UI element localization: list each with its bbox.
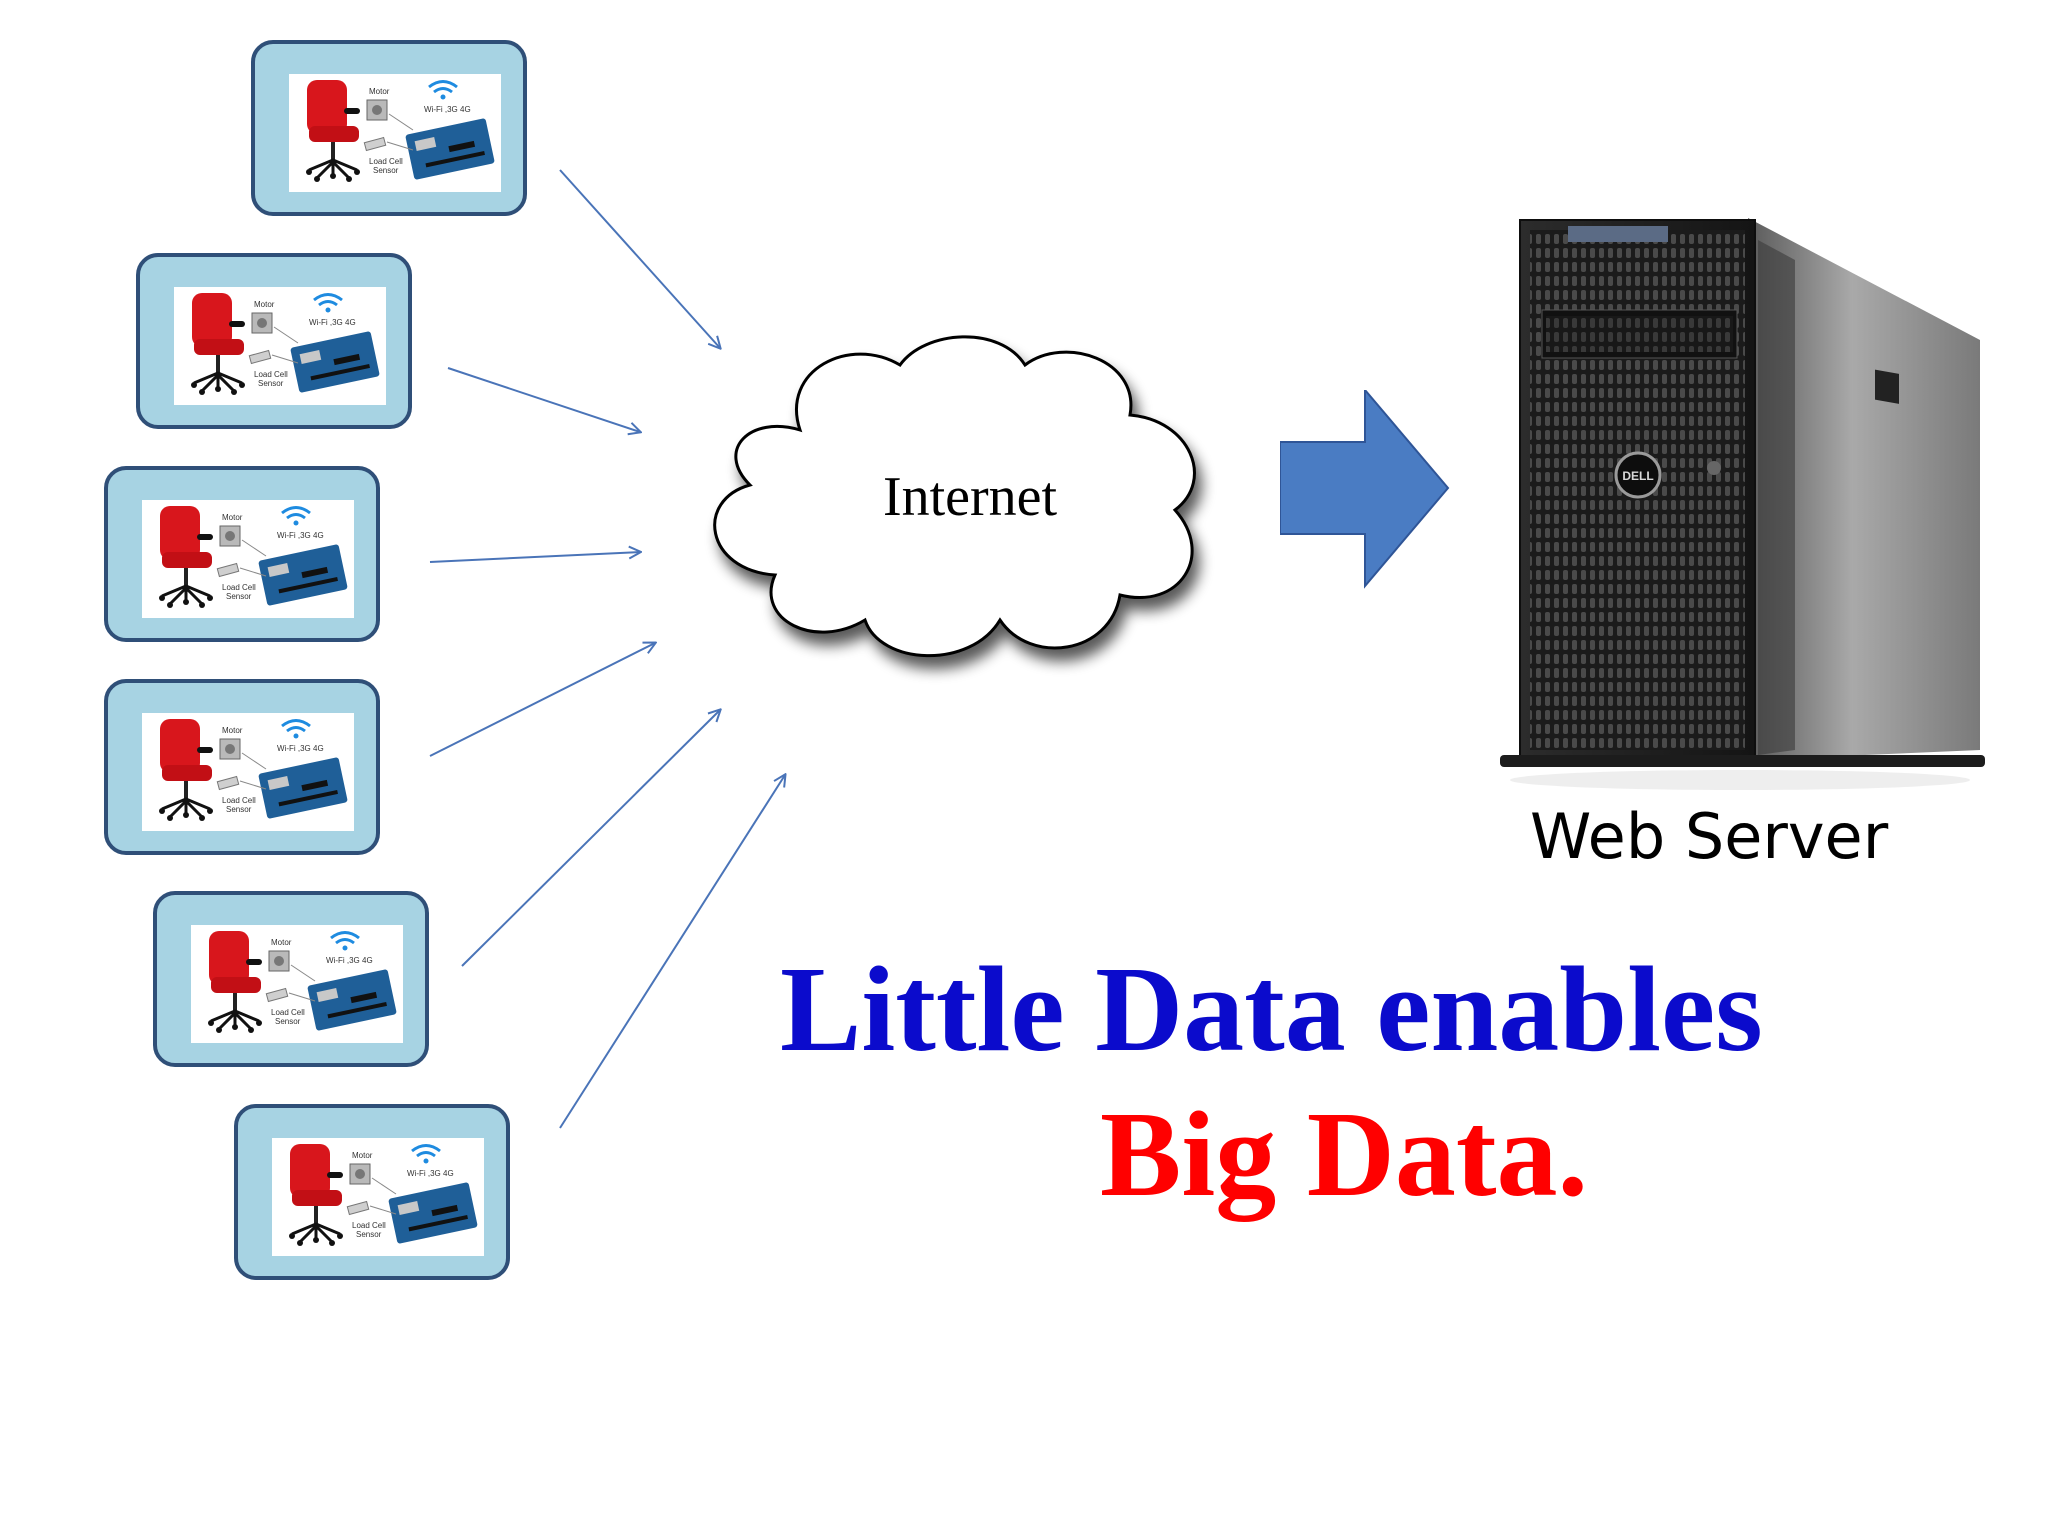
sensor-label-line1: Load Cell <box>271 1008 305 1017</box>
motor-label: Motor <box>222 726 243 735</box>
load-cell-icon <box>248 349 272 365</box>
office-chair-icon <box>191 293 245 395</box>
device-card-4: Motor Load Cell Sensor Wi-Fi ,3G 4G <box>104 679 380 855</box>
sensor-label-line2: Sensor <box>356 1230 382 1239</box>
office-chair-icon <box>159 506 213 608</box>
stepper-motor-icon <box>268 950 290 972</box>
sensor-label-line1: Load Cell <box>222 796 256 805</box>
motor-label: Motor <box>254 300 275 309</box>
big-arrow <box>1280 390 1450 589</box>
connector-arrow-3 <box>429 552 640 563</box>
device-photo: Motor Load Cell Sensor Wi-Fi ,3G 4G <box>289 74 501 192</box>
stepper-motor-icon <box>349 1163 371 1185</box>
device-card-1: Motor Load Cell Sensor Wi-Fi ,3G 4G <box>251 40 527 216</box>
tagline-line-2: Big Data. <box>1100 1087 1588 1222</box>
wifi-icon <box>313 293 343 313</box>
motor-label: Motor <box>222 513 243 522</box>
tagline-line-1: Little Data enables <box>780 942 1763 1077</box>
connector-arrow-5 <box>461 710 720 967</box>
sensor-label-line2: Sensor <box>226 592 252 601</box>
load-cell-icon <box>363 136 387 152</box>
office-chair-icon <box>159 719 213 821</box>
sensor-label-line2: Sensor <box>226 805 252 814</box>
device-card-3: Motor Load Cell Sensor Wi-Fi ,3G 4G <box>104 466 380 642</box>
arduino-board-icon <box>258 544 348 606</box>
wifi-label: Wi-Fi ,3G 4G <box>277 744 324 753</box>
stepper-motor-icon <box>251 312 273 334</box>
device-card-5: Motor Load Cell Sensor Wi-Fi ,3G 4G <box>153 891 429 1067</box>
connector-arrow-2 <box>447 367 640 432</box>
device-photo: Motor Load Cell Sensor Wi-Fi ,3G 4G <box>272 1138 484 1256</box>
wifi-icon <box>330 931 360 951</box>
device-card-2: Motor Load Cell Sensor Wi-Fi ,3G 4G <box>136 253 412 429</box>
device-photo: Motor Load Cell Sensor Wi-Fi ,3G 4G <box>174 287 386 405</box>
wifi-label: Wi-Fi ,3G 4G <box>277 531 324 540</box>
load-cell-icon <box>265 987 289 1003</box>
connector-arrow-1 <box>559 169 720 348</box>
load-cell-icon <box>216 775 240 791</box>
sensor-label-line2: Sensor <box>275 1017 301 1026</box>
sensor-label-line2: Sensor <box>373 166 399 175</box>
sensor-label-line2: Sensor <box>258 379 284 388</box>
cloud-label: Internet <box>883 466 1058 528</box>
wifi-icon <box>428 80 458 100</box>
web-server-icon: DELL <box>1500 218 1985 790</box>
connector-arrow-4 <box>429 643 655 757</box>
device-card-6: Motor Load Cell Sensor Wi-Fi ,3G 4G <box>234 1104 510 1280</box>
device-photo: Motor Load Cell Sensor Wi-Fi ,3G 4G <box>142 500 354 618</box>
arduino-board-icon <box>307 969 397 1031</box>
office-chair-icon <box>208 931 262 1033</box>
office-chair-icon <box>306 80 360 182</box>
sensor-label-line1: Load Cell <box>254 370 288 379</box>
arduino-board-icon <box>290 331 380 393</box>
wifi-icon <box>281 506 311 526</box>
stepper-motor-icon <box>219 738 241 760</box>
load-cell-icon <box>346 1200 370 1216</box>
load-cell-icon <box>216 562 240 578</box>
sensor-label-line1: Load Cell <box>369 157 403 166</box>
stepper-motor-icon <box>219 525 241 547</box>
motor-label: Motor <box>271 938 292 947</box>
connector-arrow-6 <box>559 775 785 1129</box>
motor-label: Motor <box>352 1151 373 1160</box>
stepper-motor-icon <box>366 99 388 121</box>
web-server-label: Web Server <box>1530 800 1889 873</box>
office-chair-icon <box>289 1144 343 1246</box>
wifi-label: Wi-Fi ,3G 4G <box>424 105 471 114</box>
wifi-icon <box>411 1144 441 1164</box>
arduino-board-icon <box>258 757 348 819</box>
server-brand: DELL <box>1622 469 1653 483</box>
wifi-label: Wi-Fi ,3G 4G <box>326 956 373 965</box>
arduino-board-icon <box>388 1182 478 1244</box>
wifi-label: Wi-Fi ,3G 4G <box>407 1169 454 1178</box>
wifi-label: Wi-Fi ,3G 4G <box>309 318 356 327</box>
device-photo: Motor Load Cell Sensor Wi-Fi ,3G 4G <box>142 713 354 831</box>
motor-label: Motor <box>369 87 390 96</box>
wifi-icon <box>281 719 311 739</box>
internet-cloud: Internet <box>713 335 1196 658</box>
sensor-label-line1: Load Cell <box>352 1221 386 1230</box>
arduino-board-icon <box>405 118 495 180</box>
sensor-label-line1: Load Cell <box>222 583 256 592</box>
device-photo: Motor Load Cell Sensor Wi-Fi ,3G 4G <box>191 925 403 1043</box>
